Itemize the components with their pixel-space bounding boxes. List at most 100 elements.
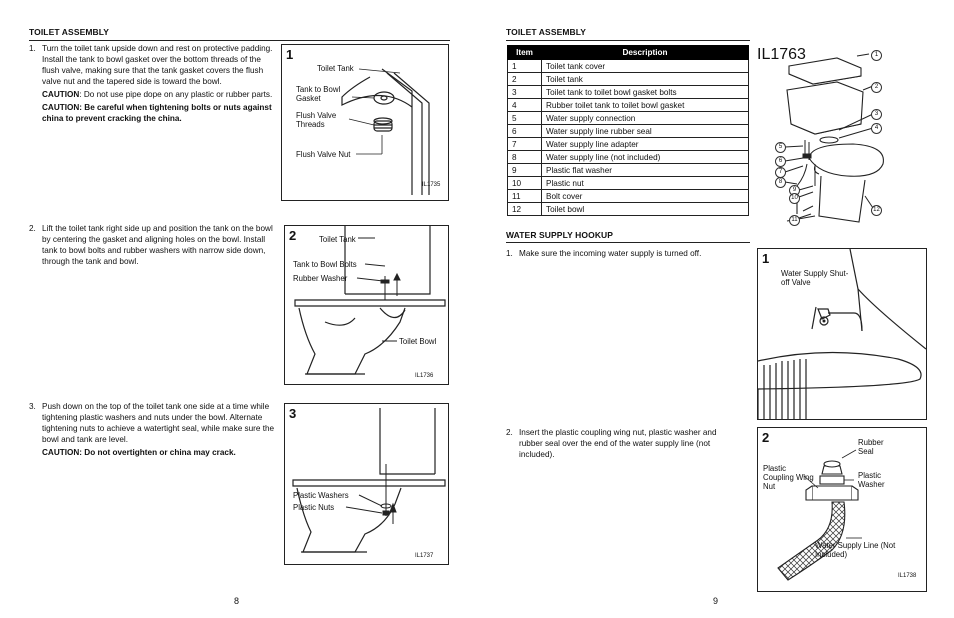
figure-2: 2 Toilet Tank Tank xyxy=(284,225,449,385)
step-1: 1. Turn the toilet tank upside down and … xyxy=(29,43,276,124)
item-cell: 6 xyxy=(507,124,542,138)
table-header-row: Item Description xyxy=(507,45,749,60)
description-cell: Water supply line adapter xyxy=(541,137,749,151)
callout-2: 2 xyxy=(871,82,882,93)
label-toilet-tank: Toilet Tank xyxy=(319,235,356,244)
shutoff-valve-drawing xyxy=(758,249,926,419)
callout-6: 6 xyxy=(775,156,786,167)
tightening-nuts-drawing xyxy=(292,408,446,553)
item-cell: 7 xyxy=(507,137,542,151)
item-cell: 1 xyxy=(507,59,542,73)
item-cell: 5 xyxy=(507,111,542,125)
step-text: Turn the toilet tank upside down and res… xyxy=(42,44,273,86)
figure-3: 3 Plastic Washers Plastic Nuts IL1737 xyxy=(284,403,449,565)
illustration-id: IL1735 xyxy=(422,182,441,188)
label-plastic-washer: Plastic Washer xyxy=(858,471,885,489)
illustration-id: IL1736 xyxy=(415,373,434,379)
exploded-toilet-drawing xyxy=(784,53,884,223)
label-tank-to-bowl-gasket: Tank to Bowl Gasket xyxy=(296,85,341,103)
coupling-assembly-drawing xyxy=(777,449,862,581)
figure-number: 1 xyxy=(762,251,770,266)
caution-note: CAUTION: Do not use pipe dope on any pla… xyxy=(42,89,276,100)
callout-8: 8 xyxy=(775,177,786,188)
column-header-description: Description xyxy=(541,45,749,60)
step-text: Push down on the top of the toilet tank … xyxy=(42,402,275,444)
figure-number: 2 xyxy=(762,430,770,445)
description-cell: Toilet tank to toilet bowl gasket bolts xyxy=(541,85,749,99)
page-number: 8 xyxy=(234,596,240,606)
figure-1: 1 Toilet Tank Tank to Bowl Gasket xyxy=(281,44,449,201)
label-plastic-nuts: Plastic Nuts xyxy=(293,503,335,512)
water-figure-2: 2 Rubber Seal xyxy=(757,427,927,592)
tank-upside-down-drawing xyxy=(341,68,430,195)
step-number: 2. xyxy=(506,428,513,437)
column-header-item: Item xyxy=(507,45,542,60)
label-water-supply-line: Water Supply Line (Not Included) xyxy=(815,541,896,559)
item-cell: 9 xyxy=(507,163,542,177)
illustration-id: IL1763 xyxy=(757,46,806,63)
step-3: 3. Push down on the top of the toilet ta… xyxy=(29,401,279,458)
item-cell: 4 xyxy=(507,98,542,112)
title-rule xyxy=(506,40,750,41)
step-text: Lift the toilet tank right side up and p… xyxy=(42,224,273,266)
callout-4: 4 xyxy=(871,123,882,134)
title-rule xyxy=(29,40,450,41)
description-cell: Plastic nut xyxy=(541,176,749,190)
label-rubber-seal: Rubber Seal xyxy=(858,438,884,456)
item-cell: 8 xyxy=(507,150,542,164)
caution-bold-note: CAUTION: Do not overtighten or china may… xyxy=(42,448,236,457)
figure-number: 3 xyxy=(289,406,297,421)
callout-5: 5 xyxy=(775,142,786,153)
description-cell: Water supply line (not included) xyxy=(541,150,749,164)
step-2: 2. Lift the toilet tank right side up an… xyxy=(29,223,280,267)
item-cell: 2 xyxy=(507,72,542,86)
tank-on-bowl-drawing xyxy=(294,226,446,375)
caution-label: CAUTION xyxy=(42,90,80,99)
item-cell: 3 xyxy=(507,85,542,99)
callout-10: 10 xyxy=(789,193,800,204)
callout-3: 3 xyxy=(871,109,882,120)
step-number: 1. xyxy=(29,44,36,53)
label-rubber-washer: Rubber Washer xyxy=(293,274,348,283)
item-cell: 12 xyxy=(507,202,542,216)
illustration-id: IL1737 xyxy=(415,553,434,559)
title-rule xyxy=(506,242,750,243)
callout-1: 1 xyxy=(871,50,882,61)
figure-number: 1 xyxy=(286,47,294,62)
caution-text: : Do not use pipe dope on any plastic or… xyxy=(79,90,273,99)
step-number: 3. xyxy=(29,402,36,411)
step-number: 2. xyxy=(29,224,36,233)
label-flush-valve-nut: Flush Valve Nut xyxy=(296,150,351,159)
item-cell: 11 xyxy=(507,189,542,203)
description-cell: Rubber toilet tank to toilet bowl gasket xyxy=(541,98,749,112)
water-figure-1: 1 Water Supply Shut-off Valve xyxy=(757,248,927,420)
section-title: TOILET ASSEMBLY xyxy=(506,27,587,37)
label-plastic-coupling-wing-nut: Plastic Coupling Wlng Nut xyxy=(763,464,814,491)
figure-number: 2 xyxy=(289,228,297,243)
water-section-title: WATER SUPPLY HOOKUP xyxy=(506,230,614,240)
label-plastic-washers: Plastic Washers xyxy=(293,491,349,500)
step-text: Make sure the incoming water supply is t… xyxy=(519,249,702,258)
water-step-2: 2. Insert the plastic coupling wing nut,… xyxy=(506,427,737,460)
description-cell: Bolt cover xyxy=(541,189,749,203)
description-cell: Toilet tank xyxy=(541,72,749,86)
label-tank-to-bowl-bolts: Tank to Bowl Bolts xyxy=(293,260,357,269)
left-page: TOILET ASSEMBLY 1. Turn the toilet tank … xyxy=(29,27,450,606)
callout-11: 11 xyxy=(789,215,800,226)
callout-12: 12 xyxy=(871,205,882,216)
step-text: Insert the plastic coupling wing nut, pl… xyxy=(519,428,717,459)
description-cell: Plastic flat washer xyxy=(541,163,749,177)
